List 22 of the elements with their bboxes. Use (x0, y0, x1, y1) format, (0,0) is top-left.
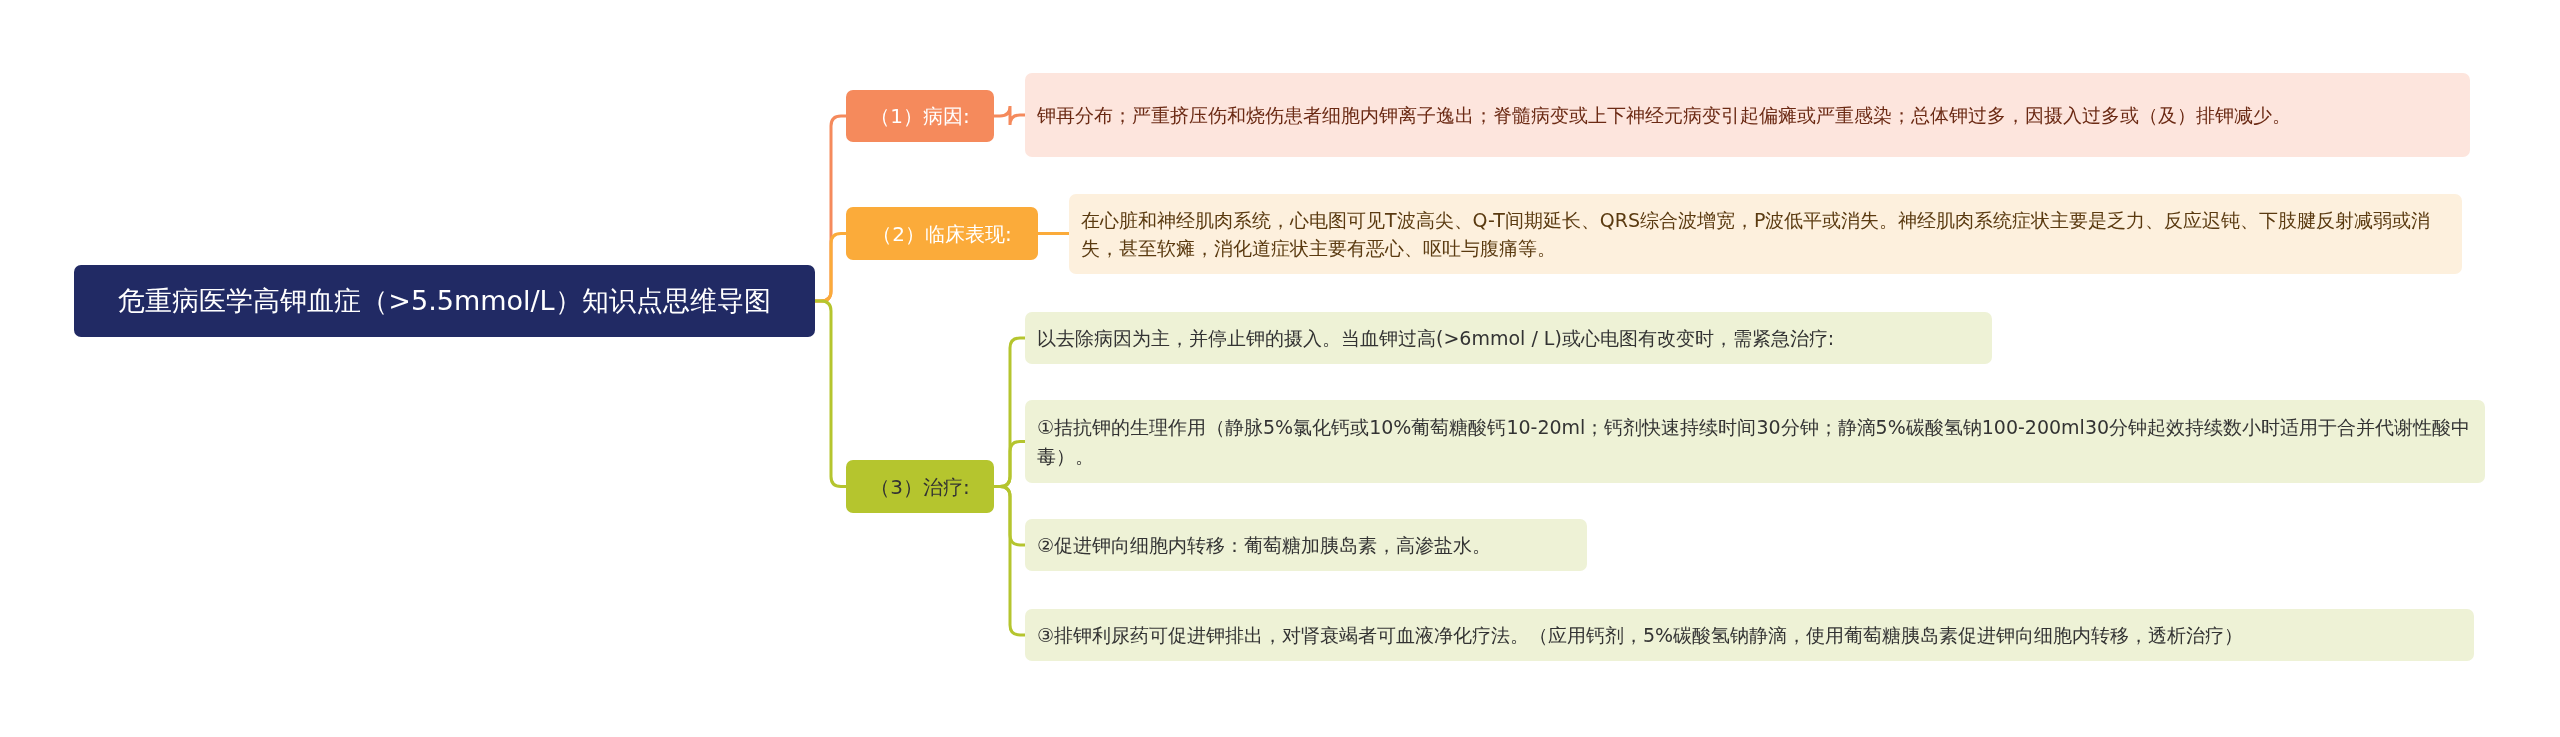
topic-text: 以去除病因为主，并停止钾的摄入。当血钾过高(>6mmol / L)或心电图有改变时，需紧急治疗: (1037, 325, 1835, 351)
branch-topic (846, 90, 994, 142)
topic-text: 在心脏和神经肌肉系统，心电图可见T波高尖、Q-T间期延长、QRS综合波增宽，P波低平或消失。神经肌肉系统症状主要是乏力、反应迟钝、下肢腱反射减弱或消失，甚至软瘫，消化道症状主要有恶心、呕吐与腹痛等。 (1081, 207, 2432, 261)
topic-text: （1）病因: (870, 103, 970, 130)
topic-text: ③排钾利尿药可促进钾排出，对肾衰竭者可血液净化疗法。（应用钙剂，5%碳酸氢钠静滴，使用葡萄糖胰岛素促进钾向细胞内转移，透析治疗） (1037, 622, 2244, 648)
note-card (1069, 194, 2462, 274)
topic-text: （3）治疗: (870, 473, 970, 501)
connector-line (1038, 232, 1069, 235)
note-card (1025, 609, 2474, 661)
topic-text: 钾再分布；严重挤压伤和烧伤患者细胞内钾离子逸出；脊髓病变或上下神经元病变引起偏瘫或严重感染；总体钾过多，因摄入过多或（及）排钾减少。 (1037, 102, 2291, 128)
topic-text: 危重病医学高钾血症（>5.5mmol/L）知识点思维导图 (118, 283, 771, 318)
connector-line (994, 104, 1025, 127)
note-card (1025, 519, 1587, 571)
note-card (1025, 312, 1992, 364)
note-card (1025, 400, 2485, 483)
topic-text: （2）临床表现: (872, 220, 1012, 248)
topic-text: ②促进钾向细胞内转移：葡萄糖加胰岛素，高渗盐水。 (1037, 532, 1492, 558)
branch-topic (846, 460, 994, 513)
topic-text: ①拮抗钾的生理作用（静脉5%氯化钙或10%葡萄糖酸钙10-20ml；钙剂快速持续时间30分钟；静滴5%碳酸氢钠100-200ml30分钟起效持续数小时适用于合并代谢性酸中毒）。 (1037, 415, 2472, 469)
root-topic (74, 265, 815, 337)
branch-topic (846, 207, 1038, 260)
note-card (1025, 73, 2470, 157)
